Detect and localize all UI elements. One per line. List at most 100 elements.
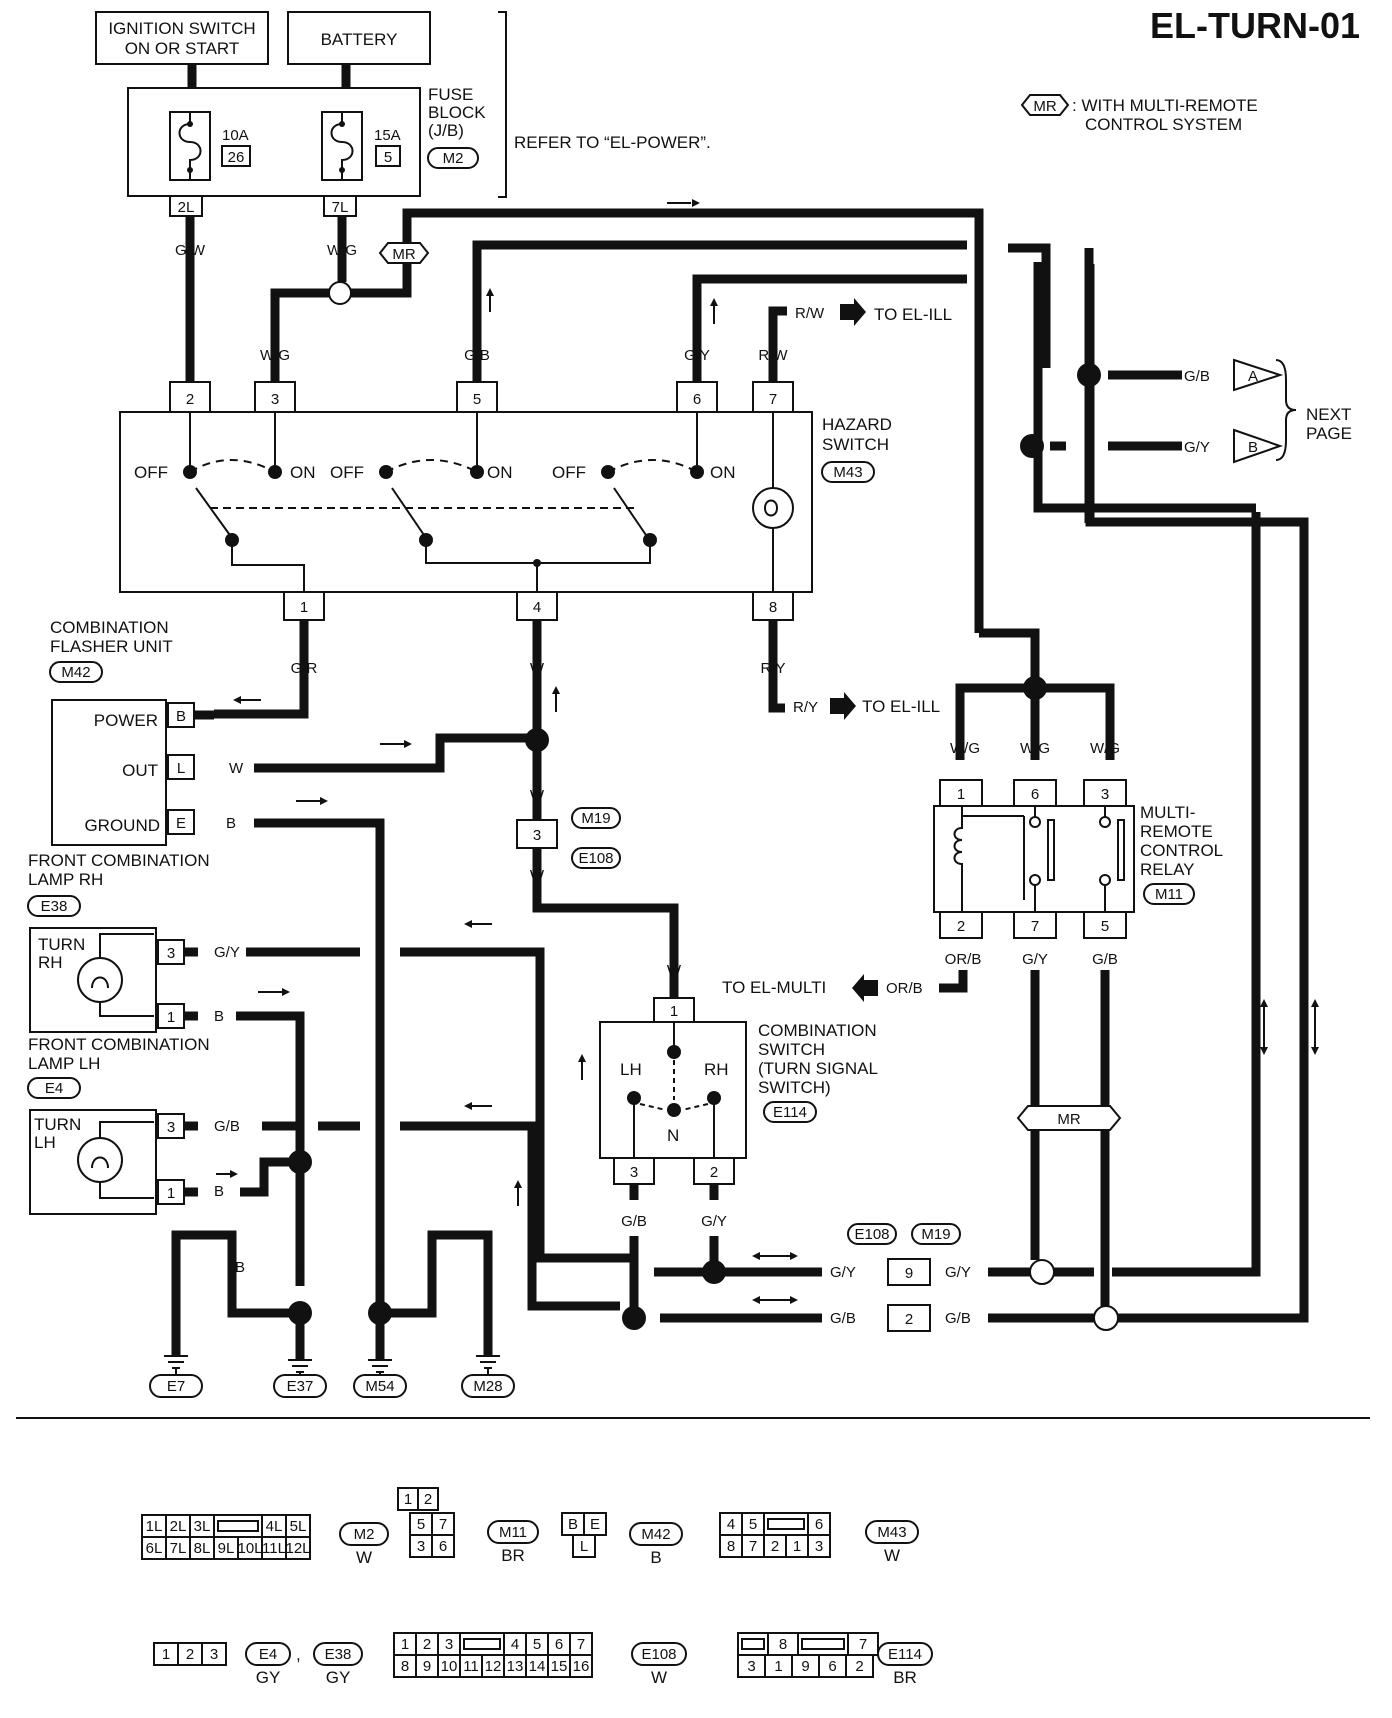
cv-e108-label: 6 bbox=[555, 1636, 563, 1653]
hazard-pin-3: 3 bbox=[271, 391, 279, 408]
cv-m2-label: 8L bbox=[194, 1540, 211, 1557]
next-page-2: PAGE bbox=[1306, 424, 1352, 443]
combo-name-2: SWITCH bbox=[758, 1040, 825, 1059]
cv-m2-label: 3L bbox=[194, 1518, 211, 1535]
diagram-title: EL-TURN-01 bbox=[1150, 5, 1360, 46]
combo-rh: RH bbox=[704, 1060, 729, 1079]
cv-e114-key bbox=[741, 1638, 765, 1650]
ground-e7: E7 bbox=[167, 1378, 185, 1395]
relay-pin-1: 1 bbox=[957, 786, 965, 803]
cv-e108-label: 4 bbox=[511, 1636, 519, 1653]
wire-gb-5: G/B bbox=[464, 347, 490, 364]
hazard-pin-4: 4 bbox=[533, 599, 541, 616]
cv-m11-label: 6 bbox=[439, 1538, 447, 1555]
lamp-rh-conn: E38 bbox=[41, 898, 68, 915]
cv-m2-label: 4L bbox=[266, 1518, 283, 1535]
joint-pin-3: 3 bbox=[533, 827, 541, 844]
term-2l: 2L bbox=[178, 199, 195, 216]
flasher-pin-l: L bbox=[177, 760, 185, 777]
cv-m11-name: M11 bbox=[499, 1524, 527, 1541]
term-7l: 7L bbox=[332, 199, 349, 216]
cv-m43-label: 2 bbox=[771, 1538, 779, 1555]
cv-e108-label: 8 bbox=[401, 1658, 409, 1675]
cv-e108-label: 3 bbox=[445, 1636, 453, 1653]
cv-m43-label: 7 bbox=[749, 1538, 757, 1555]
fuse-block: 10A 26 15A 5 bbox=[127, 87, 421, 197]
combo-pin2: 2 bbox=[710, 1164, 718, 1181]
cv-m11-label: 3 bbox=[417, 1538, 425, 1555]
cv-m42-color: B bbox=[650, 1548, 661, 1567]
wire-b-g1: B bbox=[171, 1259, 181, 1276]
relay-pin-5: 5 bbox=[1101, 918, 1109, 935]
flasher-conn: M42 bbox=[61, 664, 90, 681]
wire-rw-7: R/W bbox=[758, 347, 788, 364]
combo-name-1: COMBINATION bbox=[758, 1021, 877, 1040]
hazard-pin-8: 8 bbox=[769, 599, 777, 616]
combo-lh: LH bbox=[620, 1060, 642, 1079]
ground-m28: M28 bbox=[473, 1378, 502, 1395]
wire-w-4: W bbox=[530, 660, 545, 677]
ignition-label-1: IGNITION SWITCH bbox=[108, 19, 255, 38]
wire-b-g2: B bbox=[235, 1259, 245, 1276]
cv-e114-label: 9 bbox=[801, 1658, 809, 1675]
wire-wg-r6: W/G bbox=[1020, 740, 1050, 757]
cv-m43-label: 5 bbox=[749, 1516, 757, 1533]
cv-m2-key bbox=[217, 1520, 259, 1532]
cv-e108-label: 16 bbox=[573, 1658, 590, 1675]
cv-m43-label: 6 bbox=[815, 1516, 823, 1533]
combo-conn: E114 bbox=[773, 1104, 807, 1121]
flasher-power: POWER bbox=[94, 711, 158, 730]
cv-e108-label: 7 bbox=[577, 1636, 585, 1653]
lamp-lh: TURN LH 3 1 bbox=[29, 1109, 185, 1215]
cv-e108-label: 5 bbox=[533, 1636, 541, 1653]
wire-gy-join-r: G/Y bbox=[945, 1264, 971, 1281]
cv-m2-label: 1L bbox=[146, 1518, 163, 1535]
cv-m43-label: 4 bbox=[727, 1516, 735, 1533]
wire-wg-top: W/G bbox=[327, 242, 357, 259]
combo-pin3: 3 bbox=[630, 1164, 638, 1181]
hazard-name-2: SWITCH bbox=[822, 435, 889, 454]
cv-m2-label: 6L bbox=[146, 1540, 163, 1557]
fuse1-amp: 10A bbox=[222, 127, 249, 144]
wire-gb-lh: G/B bbox=[214, 1118, 240, 1135]
lamp-lh-pin1: 1 bbox=[167, 1185, 175, 1202]
cv-e114-label: 3 bbox=[747, 1658, 755, 1675]
cv-m43-label: 8 bbox=[727, 1538, 735, 1555]
relay-pin-2: 2 bbox=[957, 918, 965, 935]
cv-m2-label: 2L bbox=[170, 1518, 187, 1535]
hz-off-3: OFF bbox=[552, 463, 586, 482]
wire-gw: G/W bbox=[175, 242, 206, 259]
cv-m42-label: E bbox=[590, 1516, 600, 1533]
ignition-label-2: ON OR START bbox=[125, 39, 240, 58]
cv-e108-label: 13 bbox=[507, 1658, 524, 1675]
cv-e108-color: W bbox=[651, 1668, 667, 1687]
fuse-block-label-1: FUSE bbox=[428, 85, 473, 104]
cv-m11-cell bbox=[417, 1487, 439, 1511]
cv-e4-label: 2 bbox=[186, 1646, 194, 1663]
wire-b-g6: B bbox=[483, 1259, 493, 1276]
cv-m11-label: 1 bbox=[404, 1491, 412, 1508]
cv-m11-label: 7 bbox=[439, 1516, 447, 1533]
fuse2-no: 5 bbox=[384, 149, 392, 166]
lamp-lh-conn: E4 bbox=[45, 1080, 63, 1097]
hz-off-1: OFF bbox=[134, 463, 168, 482]
battery: BATTERY bbox=[287, 11, 431, 65]
wire-w-combo: W bbox=[667, 962, 682, 979]
ignition-switch: IGNITION SWITCH ON OR START bbox=[95, 11, 269, 65]
cv-e114-cell bbox=[845, 1654, 874, 1678]
wire-b-g5: B bbox=[427, 1259, 437, 1276]
wire-b-ground: B bbox=[226, 815, 236, 832]
to-el-ill-1: TO EL-ILL bbox=[874, 305, 952, 324]
cv-m11-color: BR bbox=[501, 1546, 525, 1565]
relay-conn: M11 bbox=[1155, 886, 1183, 903]
hazard-pin-6: 6 bbox=[693, 391, 701, 408]
wire-ry-8: R/Y bbox=[760, 660, 785, 677]
cv-m2-label: 12L bbox=[285, 1540, 310, 1557]
combo-n: N bbox=[667, 1126, 679, 1145]
wire-gb-combo: G/B bbox=[621, 1213, 647, 1230]
cv-m2-label: 11L bbox=[262, 1540, 286, 1557]
